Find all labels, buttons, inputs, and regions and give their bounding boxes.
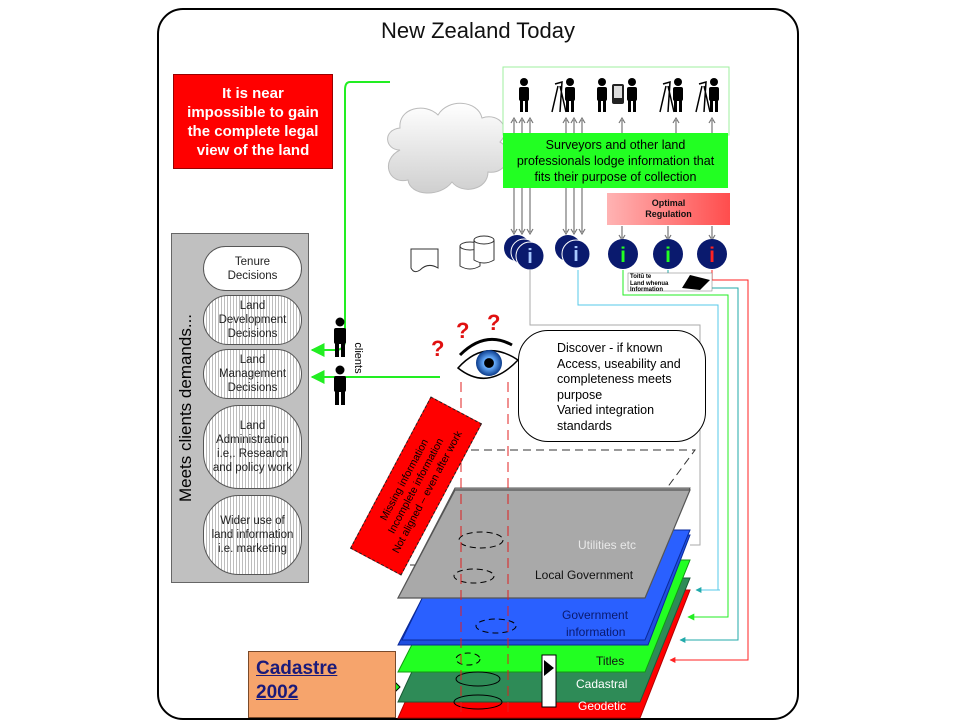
linz-text: Toitū te [630,274,652,280]
optimal-line-2: Regulation [645,209,692,219]
titles-label: Titles [596,654,625,668]
discover-line-2: Access, useability and [557,356,681,371]
cadastre-line-2: 2002 [256,682,299,703]
warning-line-2: impossible to gain [187,103,319,121]
database-icon [459,235,495,270]
question-mark-2: ? [456,318,470,343]
discover-bubble: Discover - if known Access, useability a… [518,330,706,442]
decision-text: Land [239,354,266,366]
warning-line-3: the complete legal [187,122,319,140]
question-mark-3: ? [487,310,501,335]
government-information-label-1: Government [562,608,629,622]
document-icon [410,248,439,273]
cadastre-2002-box [248,651,396,718]
decision-text: Decisions [227,382,278,394]
lodge-line-2: professionals lodge information that [516,153,715,168]
lodge-line-1: Surveyors and other land [545,137,686,152]
optimal-regulation-box: Optimal Regulation [607,193,730,225]
decision-text: Land [239,420,266,432]
linz-logo [541,654,557,708]
focus-ellipses [453,531,517,710]
connector-grey [529,270,701,546]
linz-logo-top [627,272,713,292]
eye-icon [456,337,520,380]
cadastral-label: Cadastral [576,677,628,691]
decision-text: Wider use of [220,515,285,527]
decision-text: and policy work [212,462,293,474]
lodge-line-3: fits their purpose of collection [534,169,697,184]
decision-text: Decisions [227,328,278,340]
decision-text: Decisions [227,269,278,282]
question-mark-1: ? [431,336,445,361]
linz-text: Information [630,287,663,293]
discover-line-4: purpose [557,387,603,402]
decision-text: Management [218,368,287,380]
decision-text: Development [218,314,287,326]
lodge-info-box: Surveyors and other land professionals l… [503,133,728,188]
surveyors-icons [519,78,719,113]
utilities-label: Utilities etc [578,538,637,552]
decision-text: Tenure [234,255,271,268]
svg-text:i: i [573,244,579,266]
discover-line-3: completeness meets [557,372,672,386]
warning-line-4: view of the land [196,141,310,159]
svg-text:i: i [527,246,533,268]
svg-text:i: i [709,244,715,267]
svg-text:i: i [665,244,671,267]
optimal-line-1: Optimal [651,198,686,208]
decision-wider-use: Wider use of land information i.e. marketi… [203,495,302,575]
decision-text: Administration [216,434,289,446]
cloud-icon [387,102,509,194]
svg-text:i: i [620,244,626,267]
diagram-title: New Zealand Today [380,18,576,43]
clients-label: clients [352,342,364,374]
connector-green [622,270,729,621]
linz-logo-text: Toitū te Land whenua Information [630,274,668,294]
cadastre-line-1: Cadastre [256,658,338,679]
government-information-label-2: information [566,625,626,639]
discover-line-5: Varied integration [557,403,655,417]
arrow-to-clients-top [310,81,390,357]
clients-icons [334,317,346,405]
discover-line-6: standards [557,418,612,433]
linz-text: Land whenua [630,280,669,287]
decision-text: Land [239,300,266,312]
warning-line-1: It is near [222,84,284,102]
cadastre-2002-title: Cadastre 2002 [256,657,337,705]
meets-demands-label: Meets clients demands... [176,313,195,503]
geodetic-label: Geodetic [578,699,627,713]
connector-cyan [577,270,719,590]
discover-line-1: Discover - if known [557,341,663,355]
decision-text: land information [211,529,294,541]
decision-text: i.e,. Research [217,448,288,460]
decision-text: i.e. marketing [217,543,287,555]
lodge-arrows [510,116,716,242]
warning-box: It is near impossible to gain the comple… [173,74,333,169]
info-icons: i i i i i [504,235,727,271]
local-government-label: Local Government [535,568,634,582]
